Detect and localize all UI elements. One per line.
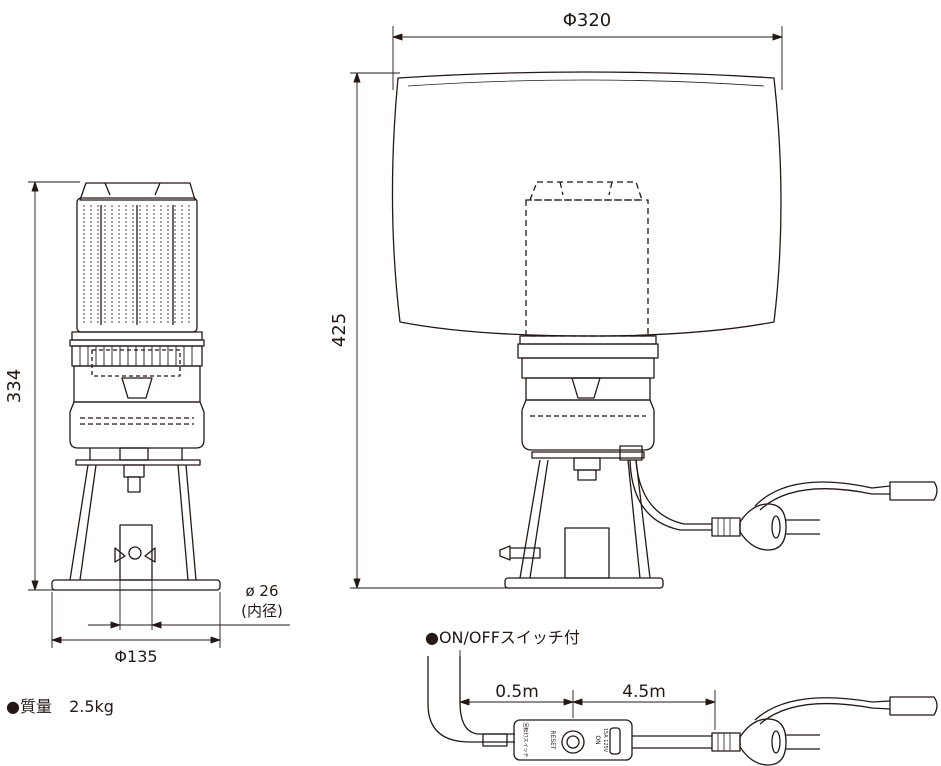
right-beacon-view [391,71,938,589]
right-base-plate [504,577,664,589]
switch-note: ●ON/OFFスイッチ付 [425,628,580,647]
reset-button [561,730,585,754]
weight-label: ●質量 [6,697,52,716]
right-cover-shade [391,71,782,337]
dim-pipe-diameter: ø 26 [245,582,278,600]
left-tripod [69,464,97,581]
switch-on-label: ON [594,735,601,744]
switch-box [513,719,633,761]
on-switch [609,727,621,755]
dim-pipe-note: (内径) [241,602,283,620]
switch-cord-view [427,656,938,766]
switch-name-label: 回転灯スイッチ [522,722,529,757]
dim-right-height: 425 [329,313,350,347]
dim-cable-long: 4.5m [622,682,666,702]
left-base-plate [51,579,221,591]
dim-cover-diameter: Φ320 [563,10,612,31]
left-gear-ring [71,345,203,367]
weight-note: ●質量 2.5kg [6,693,114,717]
switch-rating-label: 15A 125V [602,728,608,753]
right-dimension-lines [350,26,783,589]
right-cable [629,459,712,531]
right-tripod [519,459,651,579]
switch-cord [427,656,515,743]
weight-value: 2.5kg [69,697,114,716]
dim-left-base-diameter: Φ135 [114,647,157,666]
cable-dimension-lines [459,650,716,730]
left-beacon-view [51,182,221,591]
dim-cable-short: 0.5m [495,682,539,702]
left-body [73,365,201,403]
left-dimension-lines [28,181,290,648]
switch-reset-label: RESET [549,730,556,750]
dim-left-height: 334 [4,369,25,403]
left-dome-cap [79,182,196,201]
